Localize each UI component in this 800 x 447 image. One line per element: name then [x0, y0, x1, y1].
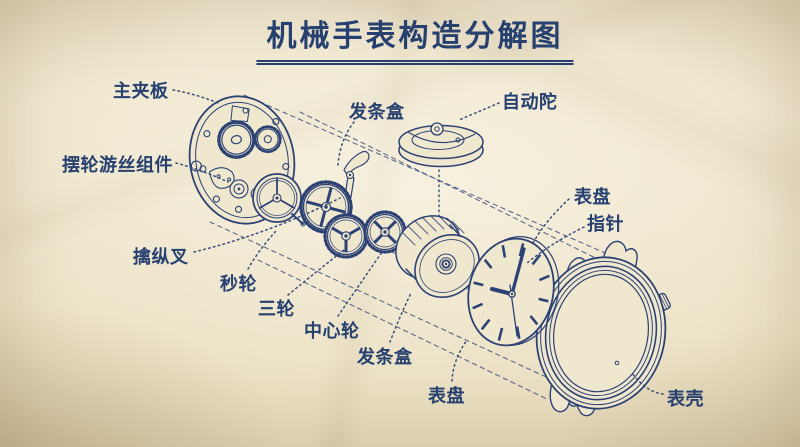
center-wheel-drawing — [363, 210, 407, 254]
leader-dial-lower — [451, 339, 468, 382]
label-dial-right: 表盘 — [574, 187, 611, 207]
third-wheel-drawing — [323, 213, 369, 259]
leader-pallet-fork — [193, 197, 341, 253]
leader-barrel-lower — [389, 292, 412, 343]
label-mainspring-barrel-upper: 发条盒 — [349, 102, 405, 122]
leader-hands — [526, 226, 585, 264]
label-pallet-fork: 擒纵叉 — [133, 247, 189, 267]
mainspring-barrel-drawing — [395, 215, 480, 298]
leader-seconds-wheel — [247, 229, 278, 270]
label-hands: 指针 — [587, 214, 624, 234]
watch-case-drawing — [535, 240, 671, 417]
label-center-wheel: 中心轮 — [304, 321, 360, 341]
balance-wheel-drawing — [252, 173, 306, 227]
leader-automatic-rotor — [458, 102, 500, 121]
leader-third-wheel — [287, 249, 345, 296]
label-watch-case: 表壳 — [667, 389, 704, 409]
dial-drawing — [467, 236, 560, 347]
label-automatic-rotor: 自动陀 — [502, 92, 558, 112]
watch-hands — [489, 247, 526, 337]
leader-dial-right — [532, 198, 570, 244]
leader-barrel-upper — [337, 121, 355, 166]
leader-watch-case — [631, 372, 664, 395]
diagram-title: 机械手表构造分解图 — [256, 11, 574, 65]
label-third-wheel: 三轮 — [258, 299, 295, 319]
automatic-rotor-drawing — [398, 122, 484, 168]
leader-balance-assembly — [175, 162, 229, 183]
label-seconds-wheel: 秒轮 — [220, 274, 257, 294]
leader-lines — [172, 89, 664, 395]
leader-center-wheel — [337, 251, 383, 317]
barrel-hatching — [401, 215, 465, 246]
label-mainspring-barrel-lower: 发条盒 — [357, 347, 413, 367]
leader-main-plate — [172, 89, 219, 104]
plate-gear-small — [253, 125, 282, 154]
label-dial-lower: 表盘 — [428, 386, 465, 406]
dial-ticks — [472, 243, 550, 341]
label-balance-assembly: 摆轮游丝组件 — [62, 155, 173, 175]
label-main-plate: 主夹板 — [113, 81, 169, 101]
plate-gear-large — [217, 120, 256, 159]
